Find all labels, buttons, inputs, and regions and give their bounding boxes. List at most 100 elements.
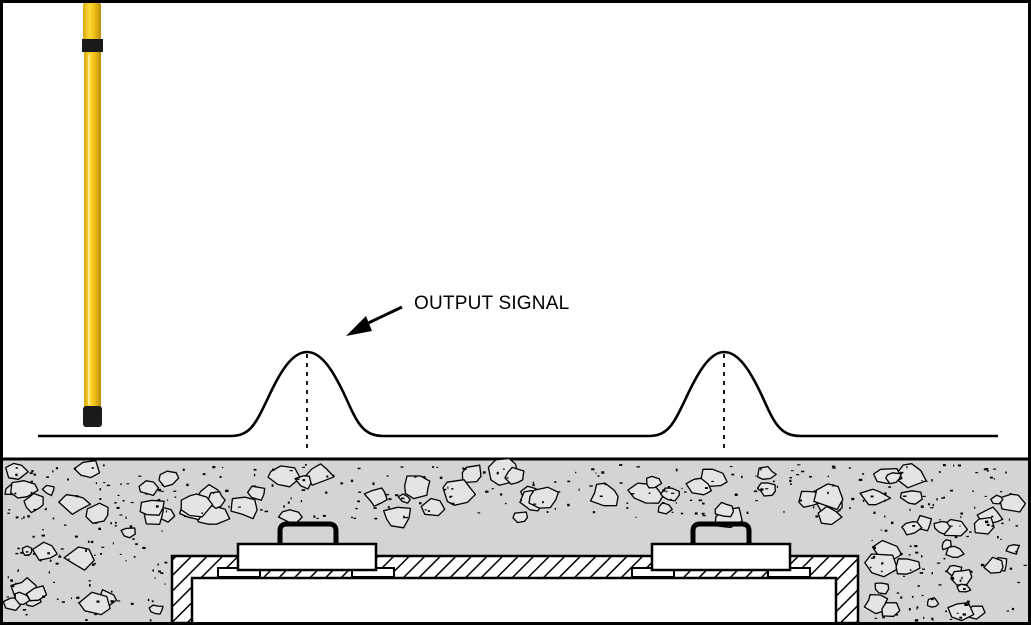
aggregate-stone (25, 585, 48, 602)
aggregate-stone (63, 546, 95, 571)
concrete-speck (26, 554, 29, 556)
concrete-speck (997, 536, 999, 539)
concrete-speck (870, 557, 875, 559)
concrete-speck (451, 502, 455, 505)
aggregate-stone (990, 494, 1004, 505)
concrete-speck (302, 466, 305, 468)
concrete-speck (253, 473, 256, 477)
concrete-speck (992, 468, 997, 470)
concrete-speck (505, 502, 507, 505)
concrete-speck (869, 566, 872, 569)
concrete-speck (400, 466, 404, 468)
concrete-speck (554, 481, 557, 483)
concrete-speck (325, 491, 328, 494)
concrete-speck (882, 616, 885, 619)
concrete-speck (272, 468, 275, 471)
concrete-speck (202, 473, 206, 476)
concrete-speck (15, 516, 18, 519)
aggregate-stone (230, 496, 258, 520)
concrete-speck (702, 515, 706, 517)
concrete-speck (161, 484, 164, 486)
concrete-speck (589, 485, 593, 487)
aggregate-stone (945, 545, 965, 558)
concrete-speck (862, 473, 865, 475)
concrete-speck (789, 477, 792, 479)
aggregate-stone (363, 487, 388, 507)
concrete-speck (908, 554, 911, 556)
concrete-speck (989, 476, 993, 479)
concrete-speck (110, 600, 114, 603)
concrete-speck (909, 545, 912, 548)
concrete-speck (1023, 564, 1027, 566)
concrete-speck (950, 525, 953, 527)
concrete-speck (950, 489, 953, 492)
aggregate-stone (813, 483, 844, 511)
aggregate-stone (461, 464, 482, 484)
concrete-speck (301, 489, 306, 491)
concrete-speck (969, 531, 972, 533)
concrete-speck (755, 475, 757, 477)
concrete-speck (49, 559, 52, 562)
concrete-speck (70, 597, 72, 600)
concrete-speck (15, 473, 18, 477)
concrete-speck (943, 557, 946, 560)
aggregate-stone (138, 480, 160, 497)
sensor-right-plate (650, 542, 792, 572)
concrete-speck (1001, 522, 1004, 525)
concrete-speck (52, 470, 54, 473)
concrete-speck (11, 585, 15, 588)
concrete-speck (533, 503, 537, 505)
concrete-speck (115, 521, 117, 524)
concrete-speck (436, 466, 439, 468)
concrete-speck (532, 484, 535, 487)
concrete-speck (92, 563, 95, 566)
concrete-speck (372, 482, 375, 486)
concrete-speck (94, 554, 96, 556)
concrete-speck (520, 499, 522, 502)
concrete-speck (928, 503, 930, 506)
concrete-speck (15, 552, 19, 555)
concrete-speck (103, 482, 106, 484)
concrete-speck (1015, 525, 1019, 527)
concrete-speck (906, 466, 908, 469)
concrete-speck (666, 490, 668, 493)
concrete-speck (1000, 538, 1002, 540)
concrete-speck (809, 475, 812, 478)
concrete-speck (439, 476, 443, 479)
concrete-speck (796, 474, 800, 476)
concrete-speck (698, 499, 703, 502)
concrete-speck (463, 467, 467, 470)
concrete-speck (676, 470, 678, 472)
concrete-speck (975, 472, 979, 474)
concrete-speck (558, 491, 561, 493)
concrete-speck (42, 529, 44, 531)
aggregate-stone (305, 463, 335, 486)
concrete-speck (506, 477, 509, 479)
concrete-speck (681, 487, 683, 490)
concrete-aggregate (2, 457, 1027, 622)
concrete-speck (67, 478, 69, 481)
concrete-speck (173, 490, 177, 492)
aggregate-stone (589, 482, 619, 507)
concrete-speck (103, 464, 105, 467)
concrete-speck (912, 525, 916, 527)
concrete-speck (908, 608, 911, 611)
concrete-speck (225, 489, 229, 493)
concrete-speck (350, 479, 354, 482)
concrete-speck (133, 556, 136, 558)
concrete-speck (482, 471, 486, 474)
pole-shaft (84, 52, 101, 410)
concrete-speck (938, 471, 941, 473)
concrete-speck (985, 520, 989, 524)
concrete-speck (945, 570, 948, 573)
concrete-speck (760, 468, 762, 471)
concrete-speck (631, 493, 635, 495)
concrete-speck (619, 482, 623, 484)
concrete-speck (305, 464, 307, 466)
concrete-speck (874, 617, 878, 619)
concrete-speck (114, 502, 117, 504)
concrete-speck (386, 475, 389, 477)
concrete-speck (931, 572, 933, 575)
concrete-speck (783, 511, 785, 513)
